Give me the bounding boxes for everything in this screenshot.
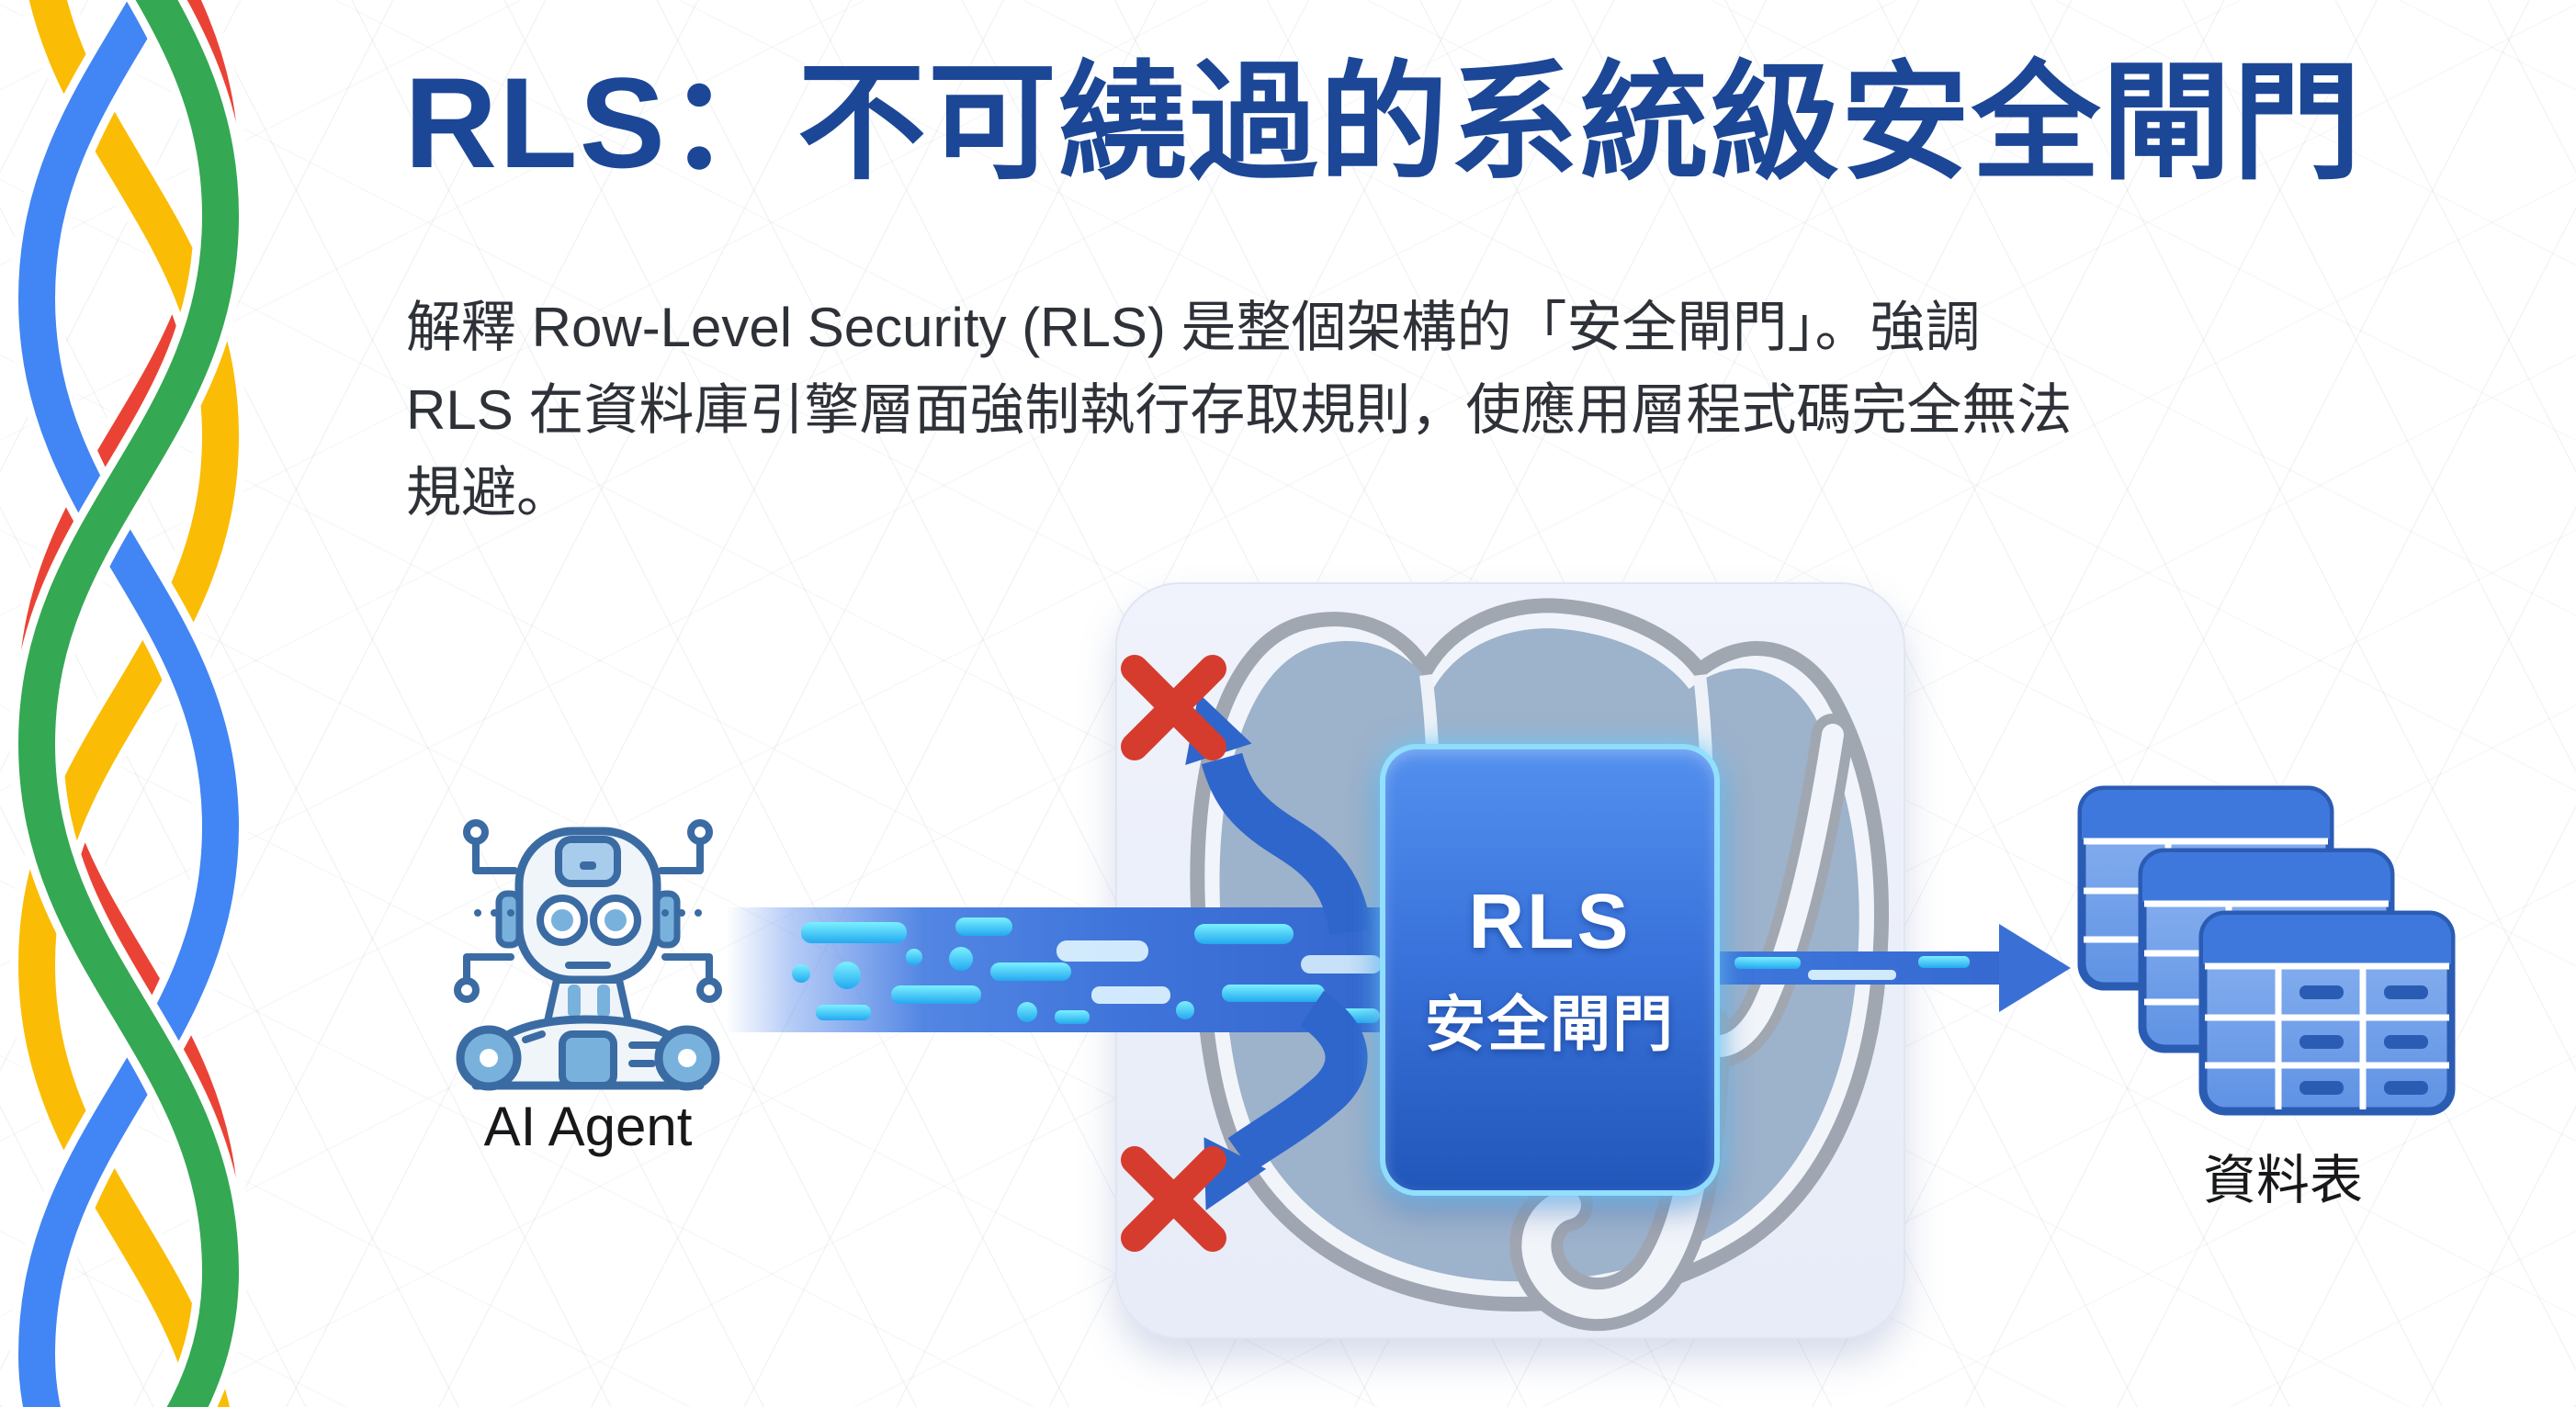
braided-ribbon-decoration xyxy=(9,0,248,1407)
ribbon-blue xyxy=(9,0,248,1407)
data-stream-arrow xyxy=(726,907,1382,1032)
page-title: RLS：不可繞過的系統級安全閘門 xyxy=(404,51,2364,195)
output-arrow-icon xyxy=(1705,924,2071,1012)
ribbon-green xyxy=(9,0,248,1407)
robot-icon xyxy=(454,819,722,1091)
table-icon-front xyxy=(2198,910,2456,1116)
ai-agent-label: AI Agent xyxy=(483,1096,693,1157)
tables-label: 資料表 xyxy=(2202,1151,2363,1210)
circuit-traces-left xyxy=(454,819,518,1003)
rls-gate-subtitle: 安全閘門 xyxy=(1425,989,1675,1058)
table-stack-icon xyxy=(2077,785,2456,1116)
blocked-path-x-icon-top xyxy=(1121,655,1226,760)
blocked-path-x-icon-bottom xyxy=(1121,1146,1226,1252)
rls-gate-box: RLS 安全閘門 xyxy=(1380,744,1720,1196)
description-text: 解釋 Row-Level Security (RLS) 是整個架構的「安全閘門」… xyxy=(406,297,2073,523)
rls-gate-title: RLS xyxy=(1468,877,1632,964)
stream-streaks xyxy=(792,917,1382,1024)
circuit-traces-right xyxy=(658,819,722,1003)
ribbon-yellow xyxy=(9,0,248,1407)
